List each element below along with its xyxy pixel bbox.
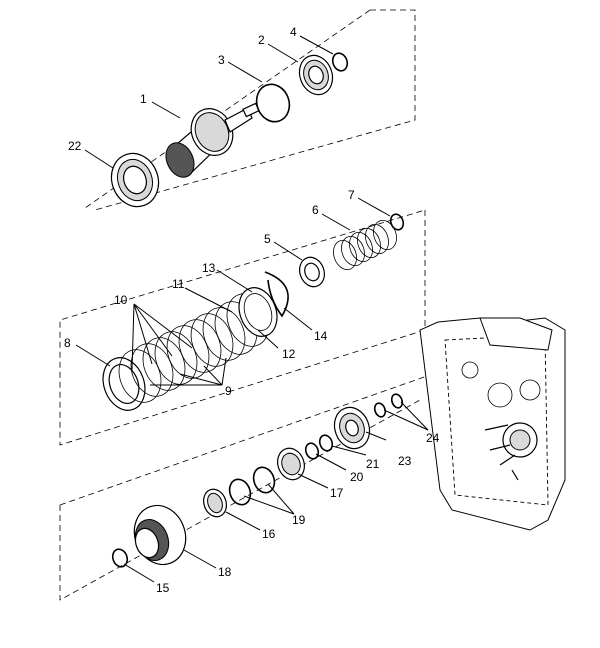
callout-22: 22 [68,139,82,153]
bearing-22 [110,152,160,208]
callout-21: 21 [366,457,380,471]
bearing-23 [333,406,371,450]
bearing-16 [203,488,227,518]
callout-8: 8 [64,336,71,350]
middle-assembly-outline [59,209,426,446]
callout-9: 9 [225,384,232,398]
snap-ring-14 [264,271,289,318]
callout-14: 14 [314,329,328,343]
callout-10: 10 [114,293,128,307]
gear-shaft-1 [165,102,260,178]
callout-4: 4 [290,25,297,39]
seal-rings-19 [228,466,276,506]
ring-7 [389,213,405,231]
callout-15: 15 [156,581,170,595]
snap-ring-15 [111,548,129,568]
callout-24: 24 [426,431,440,445]
callout-7: 7 [348,188,355,202]
callout-16: 16 [262,527,276,541]
callout-6: 6 [312,203,319,217]
callout-5: 5 [264,232,271,246]
gear-18 [133,504,187,566]
callout-labels: 1 2 3 4 22 5 6 7 13 11 10 8 14 12 9 24 2… [64,25,440,595]
callout-23: 23 [398,454,412,468]
callout-3: 3 [218,53,225,67]
clutch-disc-stack [102,287,278,411]
spring-pack-6 [333,220,397,270]
callout-19: 19 [292,513,306,527]
callout-11: 11 [172,277,185,291]
snap-ring-3 [255,83,291,123]
lower-assembly-outline [59,374,431,601]
transmission-housing [419,317,566,531]
callout-18: 18 [218,565,232,579]
callout-20: 20 [350,470,364,484]
callout-1: 1 [140,92,147,106]
top-assembly-outline [84,9,416,211]
callout-13: 13 [202,261,216,275]
washer-5 [299,256,325,288]
leader-lines [75,35,429,583]
rings-24 [373,393,404,418]
o-ring-4 [331,52,349,72]
bearing-17 [277,447,305,481]
bearing-cup-2 [298,54,334,96]
ring-21 [318,434,334,452]
callout-17: 17 [330,486,344,500]
ring-20 [304,442,320,460]
callout-12: 12 [282,347,296,361]
callout-2: 2 [258,33,265,47]
